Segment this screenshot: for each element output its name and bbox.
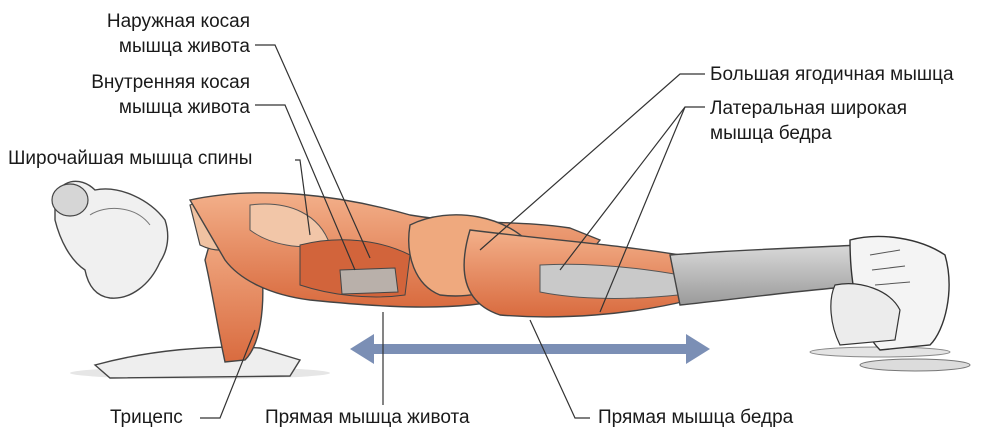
floor-plate-feet — [860, 359, 970, 371]
label-latissimus: Широчайшая мышца спины — [8, 146, 252, 171]
label-rectus-femoris: Прямая мышца бедра — [598, 405, 793, 430]
label-line: Наружная косая — [60, 9, 250, 34]
label-line: мышца живота — [60, 34, 250, 59]
label-gluteus-maximus: Большая ягодичная мышца — [710, 62, 954, 87]
label-external-oblique: Наружная косая мышца живота — [60, 9, 250, 59]
rectus-abdominis-muscle — [340, 268, 398, 294]
label-internal-oblique: Внутренняя косая мышца живота — [40, 70, 250, 120]
head — [52, 181, 168, 298]
label-vastus-lateralis: Латеральная широкая мышца бедра — [710, 96, 907, 146]
label-rectus-abdominis: Прямая мышца живота — [265, 405, 470, 430]
label-line: Латеральная широкая — [710, 96, 907, 121]
label-line: Внутренняя косая — [40, 70, 250, 95]
double-headed-arrow-icon — [350, 334, 710, 364]
label-line: мышца бедра — [710, 121, 907, 146]
leader-rectus-femoris — [530, 320, 590, 418]
forearm — [95, 347, 300, 378]
label-triceps: Трицепс — [110, 405, 183, 430]
label-line: мышца живота — [40, 95, 250, 120]
